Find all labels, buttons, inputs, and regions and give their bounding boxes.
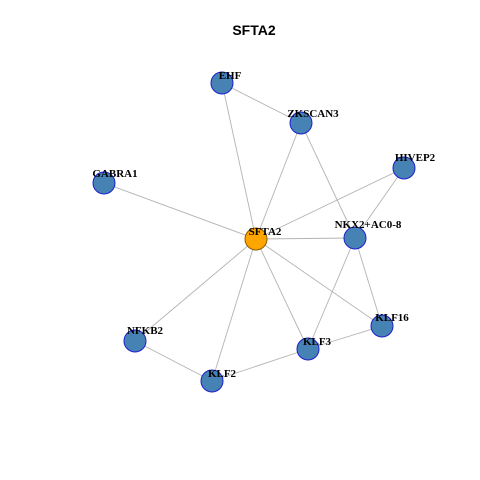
- node-label-klf3: KLF3: [303, 336, 332, 348]
- node-label-gabra1: GABRA1: [92, 168, 137, 180]
- node-hivep2: HIVEP2: [392, 152, 436, 180]
- edge-zkscan3-sfta2: [255, 122, 302, 240]
- node-circle-hivep2: [392, 156, 416, 180]
- node-klf3: KLF3: [296, 336, 332, 361]
- node-circle-gabra1: [92, 171, 116, 195]
- node-label-klf2: KLF2: [208, 368, 237, 380]
- node-gabra1: GABRA1: [92, 168, 138, 195]
- edge-ehf-zkscan3: [221, 82, 302, 124]
- node-label-nkx2-ac0-8: NKX2+AC0-8: [335, 219, 402, 231]
- node-sfta2: SFTA2: [244, 226, 282, 251]
- edge-nkx2-ac0-8-klf16: [354, 237, 383, 327]
- node-circle-ehf: [210, 71, 234, 95]
- edge-zkscan3-nkx2-ac0-8: [300, 122, 356, 239]
- node-label-hivep2: HIVEP2: [395, 152, 436, 164]
- node-klf2: KLF2: [200, 368, 237, 393]
- edge-gabra1-sfta2: [103, 182, 257, 240]
- node-circle-nfkb2: [123, 329, 147, 353]
- edge-nfkb2-klf2: [134, 340, 213, 382]
- edge-klf3-klf2: [211, 348, 309, 382]
- node-label-klf16: KLF16: [375, 312, 409, 324]
- node-label-zkscan3: ZKSCAN3: [287, 108, 339, 120]
- diagram-title: SFTA2: [232, 22, 276, 38]
- node-nfkb2: NFKB2: [123, 325, 164, 353]
- node-circle-klf2: [200, 369, 224, 393]
- node-circle-klf16: [370, 314, 394, 338]
- edge-sfta2-klf16: [255, 238, 383, 327]
- node-circle-klf3: [296, 337, 320, 361]
- node-label-nfkb2: NFKB2: [127, 325, 164, 337]
- edge-hivep2-sfta2: [255, 167, 405, 240]
- node-label-sfta2: SFTA2: [249, 226, 282, 238]
- node-circle-zkscan3: [289, 111, 313, 135]
- node-circle-sfta2: [244, 227, 268, 251]
- edge-nkx2-ac0-8-klf3: [307, 237, 356, 350]
- node-circle-nkx2-ac0-8: [343, 226, 367, 250]
- edge-hivep2-nkx2-ac0-8: [354, 167, 405, 239]
- edge-layer: [103, 82, 405, 382]
- node-label-ehf: EHF: [219, 70, 242, 82]
- edge-ehf-sfta2: [221, 82, 257, 240]
- node-nkx2-ac0-8: NKX2+AC0-8: [335, 219, 402, 250]
- edge-sfta2-nfkb2: [134, 238, 257, 342]
- edge-klf16-klf3: [307, 325, 383, 350]
- edge-sfta2-klf2: [211, 238, 257, 382]
- node-klf16: KLF16: [370, 312, 409, 338]
- edge-sfta2-nkx2-ac0-8: [255, 237, 356, 240]
- node-ehf: EHF: [210, 70, 242, 95]
- node-zkscan3: ZKSCAN3: [287, 108, 339, 135]
- edge-sfta2-klf3: [255, 238, 309, 350]
